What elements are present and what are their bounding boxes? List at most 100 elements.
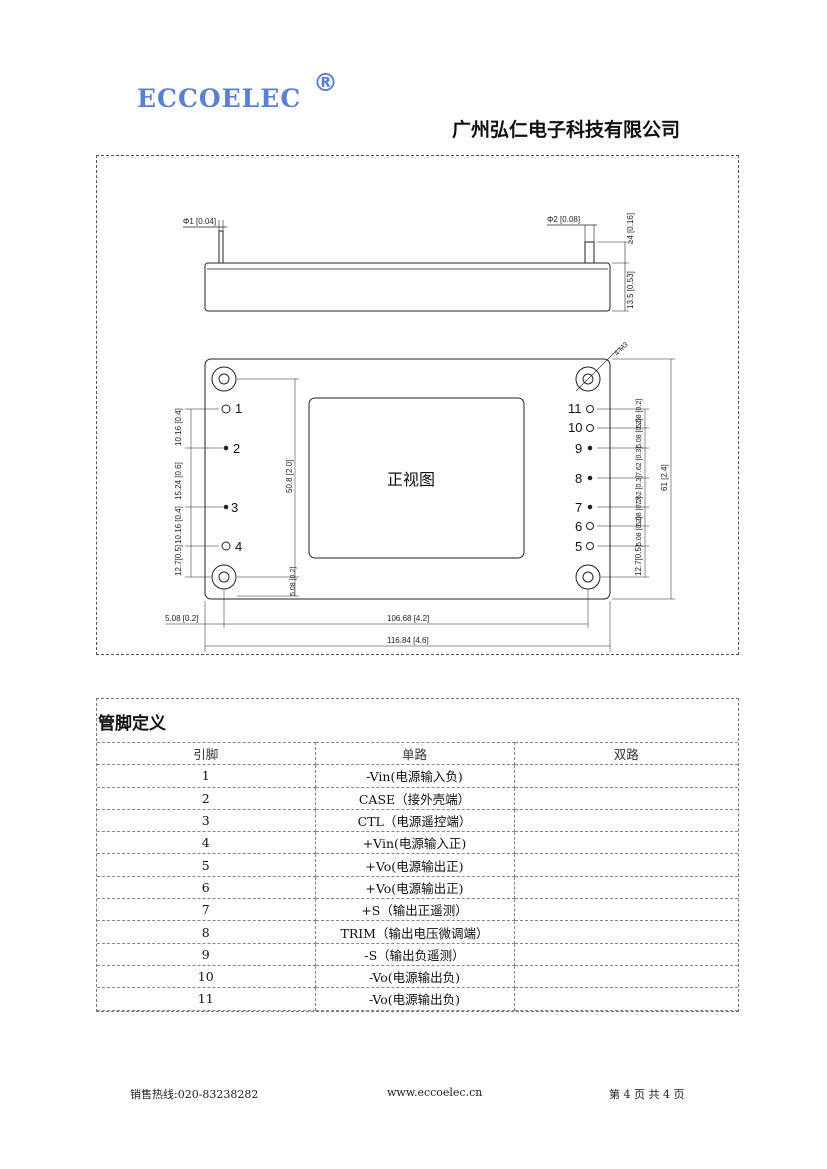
offset-left-dim: 5.08 [0.2] (165, 614, 198, 623)
right-pin-10 (586, 424, 594, 432)
header-single: 单路 (314, 741, 515, 766)
right-pin-11 (586, 405, 594, 413)
pin-number: 8 (97, 920, 316, 944)
footer-website[interactable]: www.eccoelec.cn (387, 1086, 483, 1099)
right-pin-5 (586, 542, 594, 550)
right-dim-7: 12.7[0.5] (634, 545, 643, 576)
left-pin-label-3: 3 (231, 500, 238, 515)
mount-hole-tl (211, 366, 237, 392)
right-pin-label-9: 9 (575, 441, 582, 456)
footer-page-number: 第 4 页 共 4 页 (609, 1088, 685, 1101)
right-pin-9 (587, 445, 593, 451)
pin-single: CTL（电源遥控端） (314, 808, 515, 833)
side-pin-1 (218, 230, 224, 264)
side-pin-2 (584, 241, 595, 264)
right-pin-label-10: 10 (568, 420, 582, 435)
pin-single: TRIM（输出电压微调端） (314, 920, 515, 944)
front-view-label: 正视图 (387, 470, 435, 489)
left-dim-3: 10.16 [0.4] (174, 506, 183, 544)
left-pin-label-4: 4 (235, 539, 242, 554)
right-dim-3: 7.62 [0.3] (636, 447, 643, 476)
mount-hole-br (575, 564, 601, 590)
pin2-dia-label: Φ2 [0.08] (547, 215, 580, 224)
table-row: 5+Vo(电源输出正) (97, 853, 738, 877)
left-dim-4: 12.7[0.5] (174, 545, 183, 576)
left-pin-4 (221, 541, 231, 551)
pin-single: +Vo(电源输出正) (314, 875, 515, 900)
left-pin-1 (221, 404, 231, 414)
registered-mark: ® (313, 68, 338, 97)
pin-single: -Vo(电源输出负) (314, 987, 515, 1011)
mount-hole-tr (575, 366, 601, 392)
pin-dual (513, 764, 738, 788)
left-pin-label-1: 1 (235, 401, 242, 416)
pin-single: -Vo(电源输出负) (314, 964, 515, 989)
table-row: 10-Vo(电源输出负) (97, 964, 738, 989)
table-row: 11-Vo(电源输出负) (97, 987, 738, 1011)
right-dim-4: 7.62 [0.3] (636, 476, 643, 505)
footer-hotline: 销售热线:020-83238282 (130, 1088, 259, 1101)
left-pin-2 (223, 445, 229, 451)
pin-dual (513, 808, 738, 833)
left-pin-label-2: 2 (233, 441, 240, 456)
pin-dual (513, 942, 738, 966)
mount-label: 4-M3 (613, 341, 629, 357)
right-pin-7 (587, 504, 593, 510)
pin-table-header: 引脚 单路 双路 (97, 741, 738, 766)
overall-height-dim: 61 [2.4] (660, 464, 669, 491)
company-name: 广州弘仁电子科技有限公司 (452, 119, 681, 141)
header-pin: 引脚 (97, 741, 316, 766)
table-row: 9-S（输出负遥测） (97, 942, 738, 966)
pin1-dia-label: Φ1 [0.04] (183, 217, 216, 226)
pin-single: -Vin(电源输入负) (314, 764, 515, 788)
side-view-body (204, 262, 611, 312)
right-dim-1: 5.08 [0.2] (636, 399, 643, 428)
right-dim-2: 5.08 [0.2] (636, 419, 643, 448)
right-pin-label-5: 5 (575, 539, 582, 554)
pin-dual (513, 964, 738, 989)
table-row: 4+Vin(电源输入正) (97, 831, 738, 855)
pin-dual (513, 898, 738, 922)
header-dual: 双路 (513, 741, 738, 766)
pin-single: CASE（接外壳端） (314, 786, 515, 810)
left-pin-3 (223, 504, 229, 510)
overall-width-dim: 116.84 [4.6] (387, 636, 429, 645)
table-row: 7+S（输出正遥测） (97, 898, 738, 922)
pin-dual (513, 920, 738, 944)
pin-dual (513, 831, 738, 855)
right-pin-label-6: 6 (575, 519, 582, 534)
pin-number: 11 (97, 987, 316, 1011)
logo-text: ECCOELEC (137, 84, 302, 113)
pin-number: 4 (97, 831, 316, 855)
right-pin-label-7: 7 (575, 500, 582, 515)
right-pin-8 (587, 475, 593, 481)
pin-number: 9 (97, 942, 316, 966)
left-dim-2: 15.24 [0.6] (174, 462, 183, 500)
pin-number: 6 (97, 875, 316, 900)
right-pin-6 (586, 522, 594, 530)
pin-dual (513, 853, 738, 877)
table-row: 6+Vo(电源输出正) (97, 875, 738, 900)
front-view-window (308, 397, 525, 559)
mount-hole-bl (211, 564, 237, 590)
hole-span-dim: 106.68 [4.2] (387, 614, 429, 623)
inner-vertical-dim: 50.8 [2.0] (285, 460, 294, 493)
pin-single: +Vo(电源输出正) (314, 853, 515, 877)
pin-number: 7 (97, 898, 316, 922)
pin-height-label: ≥4 [0.16] (626, 213, 635, 244)
pin-dual (513, 875, 738, 900)
bottom-small-dim: 5.08 [0.2] (290, 567, 297, 596)
mechanical-drawing: Φ1 [0.04] Φ2 [0.08] ≥4 [0.16] 13.5 [0.53… (96, 155, 739, 655)
drawing-svg: Φ1 [0.04] Φ2 [0.08] ≥4 [0.16] 13.5 [0.53… (165, 213, 675, 652)
body-height-label: 13.5 [0.53] (626, 271, 635, 309)
pin-number: 2 (97, 786, 316, 810)
right-dim-5: 5.08 [0.2] (636, 497, 643, 526)
pin-single: +S（输出正遥测） (314, 898, 515, 922)
pin-single: +Vin(电源输入正) (314, 831, 515, 855)
right-pin-label-8: 8 (575, 471, 582, 486)
left-dim-1: 10.16 [0.4] (174, 408, 183, 446)
pin-number: 1 (97, 764, 316, 788)
